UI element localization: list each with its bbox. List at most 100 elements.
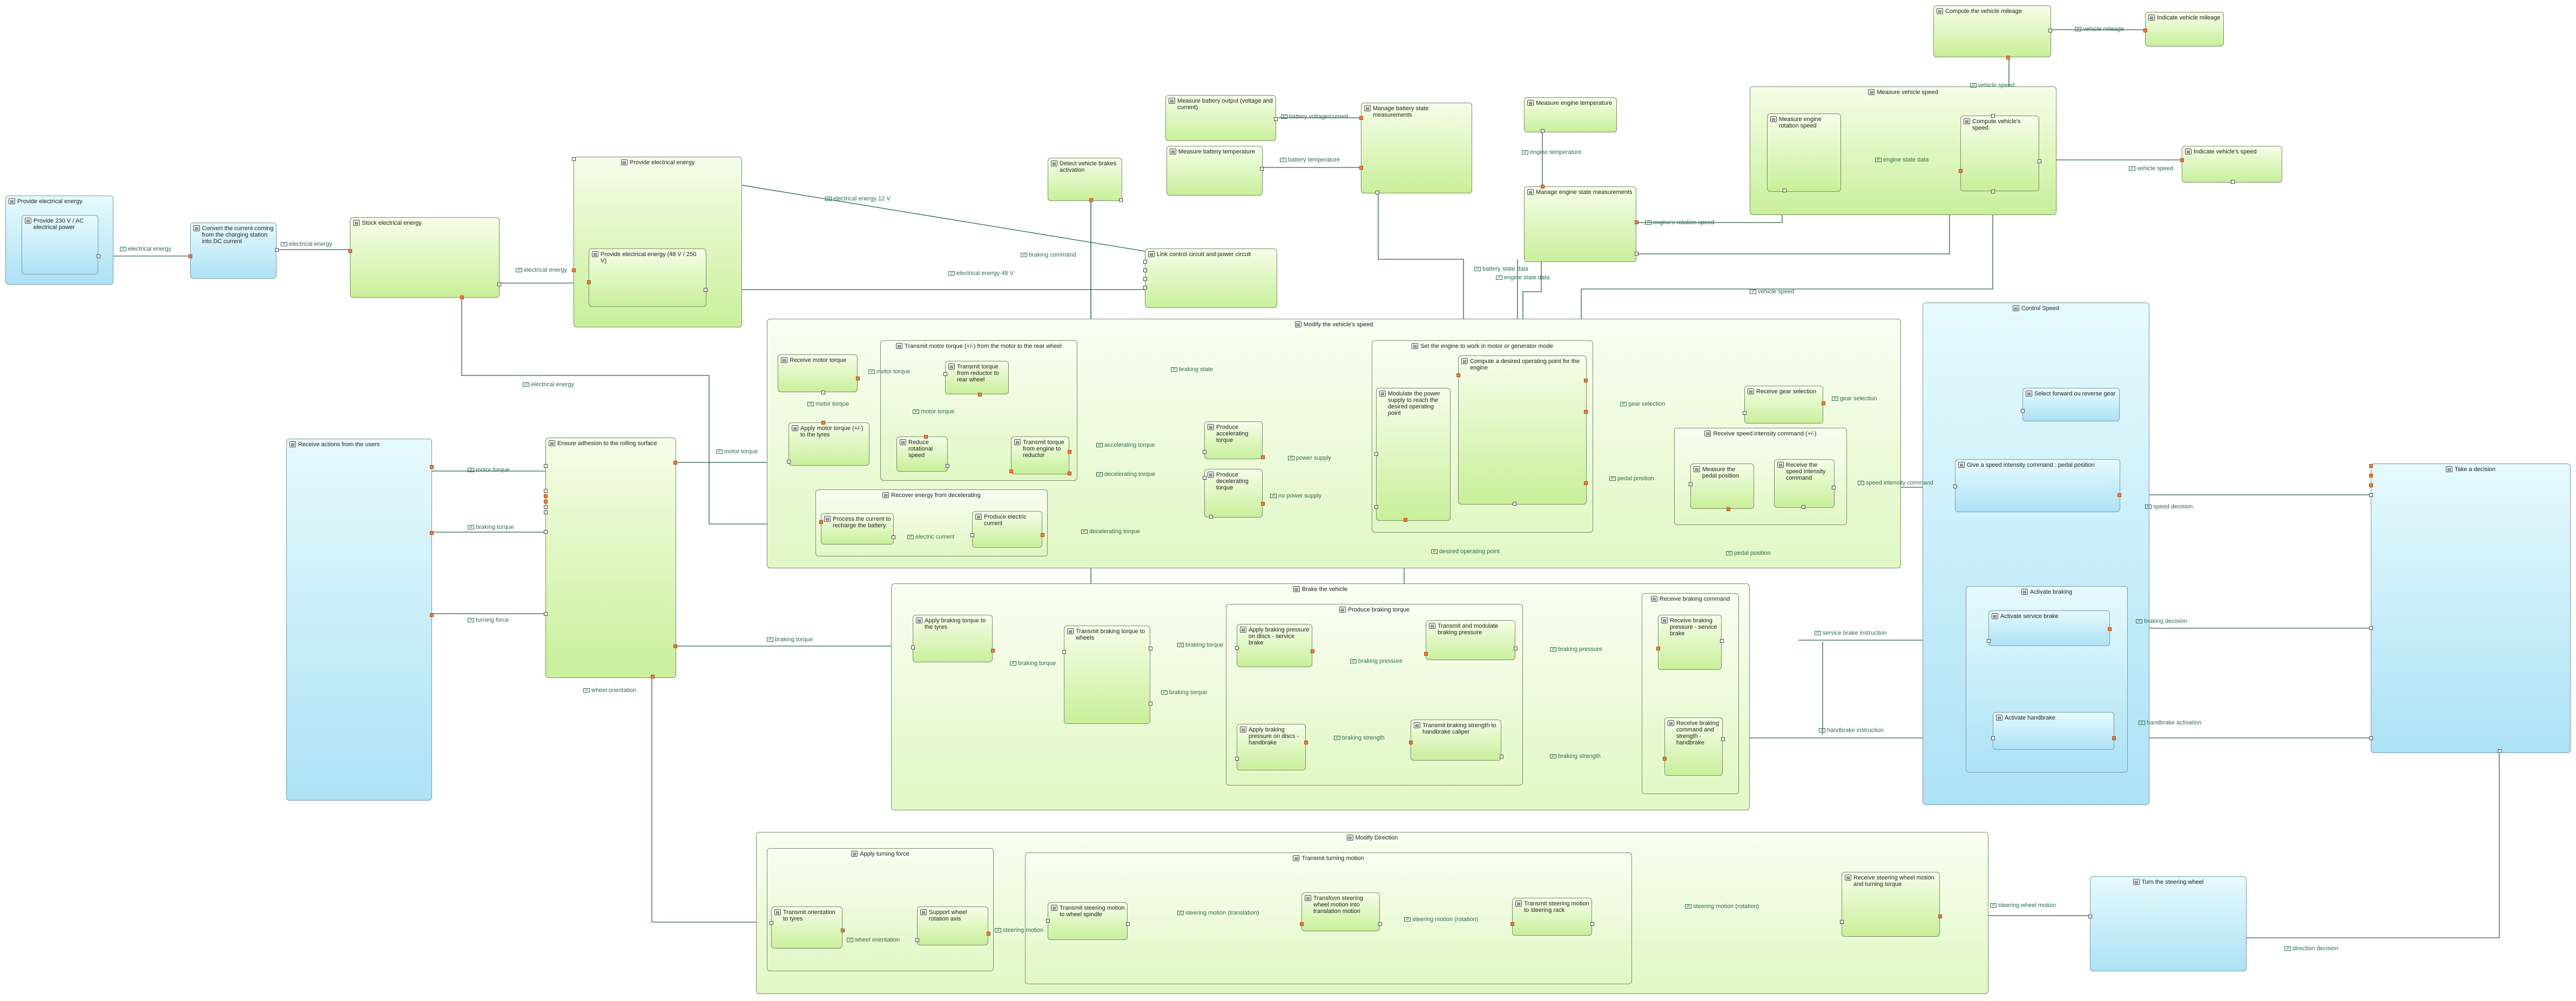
- exchange-text: power supply: [1296, 455, 1331, 461]
- function-manage-engine-state: ▤Manage engine state measurements: [1524, 185, 1638, 262]
- function-label: Measure battery output (voltage and curr…: [1177, 98, 1273, 111]
- function-icon: ▤: [1527, 100, 1534, 106]
- function-label: Compute vehicle's speed: [1972, 118, 2021, 131]
- exchange-icon: ⇄: [1990, 903, 1997, 908]
- exchange-icon: ⇄: [1161, 690, 1168, 695]
- function-label: Transmit torque from reductor to rear wh…: [957, 364, 999, 383]
- function-transmit-torque-reductor: ▤Transmit torque from reductor to rear w…: [943, 361, 1009, 397]
- function-label: Take a decision: [2454, 466, 2496, 473]
- function-label: Modify the vehicle's speed: [1303, 321, 1373, 328]
- function-icon: ▤: [1294, 321, 1302, 327]
- exchange-icon: ⇄: [468, 618, 474, 622]
- exchange-icon: ⇄: [1177, 643, 1184, 647]
- exchange-icon: ⇄: [2284, 946, 2291, 951]
- exchange-icon: ⇄: [907, 535, 914, 539]
- exchange-label: ⇄decelerating torque: [1096, 471, 1155, 478]
- exchange-text: steering motion (rotation): [1693, 903, 1759, 910]
- function-label: Convert the current coming from the char…: [202, 225, 274, 245]
- exchange-label: ⇄desired operating point: [1431, 548, 1500, 555]
- exchange-icon: ⇄: [716, 449, 723, 454]
- exchange-icon: ⇄: [2136, 619, 2142, 623]
- function-icon: ▤: [1364, 105, 1371, 111]
- function-icon: ▤: [948, 364, 955, 370]
- exchange-label: ⇄decelerating torque: [1081, 528, 1140, 535]
- exchange-label: ⇄motor torque: [807, 401, 849, 407]
- function-transform-steering: ▤Transform steering wheel motion into tr…: [1300, 892, 1382, 931]
- function-icon: ▤: [1208, 424, 1214, 430]
- exchange-icon: ⇄: [1280, 158, 1286, 162]
- exchange-label: ⇄steering motion (rotation): [1685, 903, 1759, 910]
- function-icon: ▤: [1379, 391, 1386, 397]
- function-icon: ▤: [920, 909, 927, 915]
- function-icon: ▤: [781, 357, 787, 363]
- function-icon: ▤: [1148, 251, 1155, 257]
- exchange-label: ⇄vehicle speed: [1750, 288, 1794, 295]
- exchange-icon: ⇄: [1858, 481, 1864, 485]
- function-produce-decel-torque: ▤Produce decelerating torque: [1203, 469, 1265, 519]
- function-label: Produce braking torque: [1347, 607, 1410, 613]
- function-icon: ▤: [2012, 305, 2019, 311]
- function-icon: ▤: [1169, 98, 1175, 104]
- function-measure-engine-temp: ▤Measure engine temperature: [1524, 97, 1617, 133]
- exchange-text: decelerating torque: [1089, 528, 1141, 535]
- exchange-label: ⇄wheel orientation: [583, 687, 636, 694]
- exchange-icon: ⇄: [1496, 276, 1502, 280]
- function-label: Receive gear selection: [1756, 388, 1817, 395]
- exchange-icon: ⇄: [1875, 158, 1882, 162]
- exchange-label: ⇄electrical energy: [120, 246, 171, 252]
- exchange-label: ⇄vehicle speed: [1970, 82, 2014, 89]
- function-receive-steering: ▤Receive steering wheel motion and turni…: [1840, 872, 1942, 937]
- function-icon: ▤: [1515, 901, 1522, 906]
- function-label: Provide electrical energy: [17, 198, 83, 205]
- exchange-icon: ⇄: [1010, 661, 1016, 666]
- function-produce-electric-current: ▤Produce electric current: [970, 511, 1044, 548]
- exchange-text: engine's rotation speed: [1653, 219, 1715, 226]
- exchange-text: motor torque: [921, 408, 955, 415]
- function-icon: ▤: [1051, 905, 1057, 911]
- exchange-label: ⇄braking torque: [767, 636, 813, 643]
- exchange-label: ⇄accelerating torque: [1096, 442, 1155, 448]
- exchange-icon: ⇄: [1431, 549, 1438, 554]
- function-receive-pressure-service: ▤Receive braking pressure - service brak…: [1656, 615, 1724, 670]
- exchange-text: steering wheel motion: [1998, 902, 2056, 909]
- exchange-text: braking decision: [2144, 618, 2187, 624]
- function-icon: ▤: [1868, 89, 1875, 95]
- function-icon: ▤: [1704, 431, 1711, 436]
- exchange-icon: ⇄: [1645, 220, 1651, 225]
- exchange-icon: ⇄: [1281, 115, 1287, 119]
- function-icon: ▤: [1346, 835, 1353, 841]
- exchange-text: motor torque: [476, 467, 510, 473]
- exchange-text: gear selection: [1840, 395, 1877, 402]
- exchange-icon: ⇄: [1726, 551, 1732, 555]
- function-label: Receive braking command: [1659, 596, 1730, 602]
- function-measure-rotation-speed: ▤Measure engine rotation speed: [1767, 113, 1841, 192]
- function-label: Measure vehicle speed: [1877, 89, 1938, 96]
- exchange-text: wheel orientation: [855, 937, 900, 943]
- function-icon: ▤: [2148, 15, 2155, 21]
- function-label: Activate braking: [2029, 589, 2073, 595]
- function-transmit-torque-engine: ▤Transmit torque from engine to reductor: [1009, 436, 1071, 475]
- exchange-label: ⇄direction decision: [2284, 945, 2338, 952]
- function-compute-operating-point: ▤Compute a desired operating point for t…: [1456, 355, 1588, 506]
- function-icon: ▤: [1293, 586, 1300, 592]
- exchange-text: vehicle mileage: [2083, 26, 2124, 32]
- exchange-icon: ⇄: [1404, 917, 1411, 922]
- function-label: Apply braking pressure on discs - handbr…: [1249, 727, 1299, 746]
- function-apply-pressure-service: ▤Apply braking pressure on discs - servi…: [1235, 624, 1314, 667]
- function-transmit-braking-torque: ▤Transmit braking torque to wheels: [1062, 626, 1152, 724]
- exchange-label: ⇄engine temperature: [1522, 149, 1581, 156]
- exchange-icon: ⇄: [1096, 443, 1103, 447]
- exchange-text: electrical energy 48 V: [956, 270, 1014, 277]
- function-label: Provide electrical energy (48 V / 250 V): [601, 251, 697, 264]
- function-label: Produce decelerating torque: [1216, 472, 1249, 491]
- function-receive-speed-cmd: ▤Receive the speed intensity command: [1774, 459, 1836, 509]
- exchange-icon: ⇄: [1970, 83, 1977, 88]
- function-label: Transmit torque from engine to reductor: [1023, 439, 1064, 459]
- function-label: Receive motor torque: [790, 357, 847, 364]
- exchange-icon: ⇄: [1819, 728, 1825, 733]
- function-icon: ▤: [896, 343, 903, 349]
- function-icon: ▤: [1305, 895, 1311, 901]
- exchange-label: ⇄power supply: [1288, 455, 1331, 461]
- function-label: Measure engine rotation speed: [1779, 116, 1822, 129]
- function-provide-230v-ac: ▤Provide 230 V / AC electrical power: [22, 215, 100, 274]
